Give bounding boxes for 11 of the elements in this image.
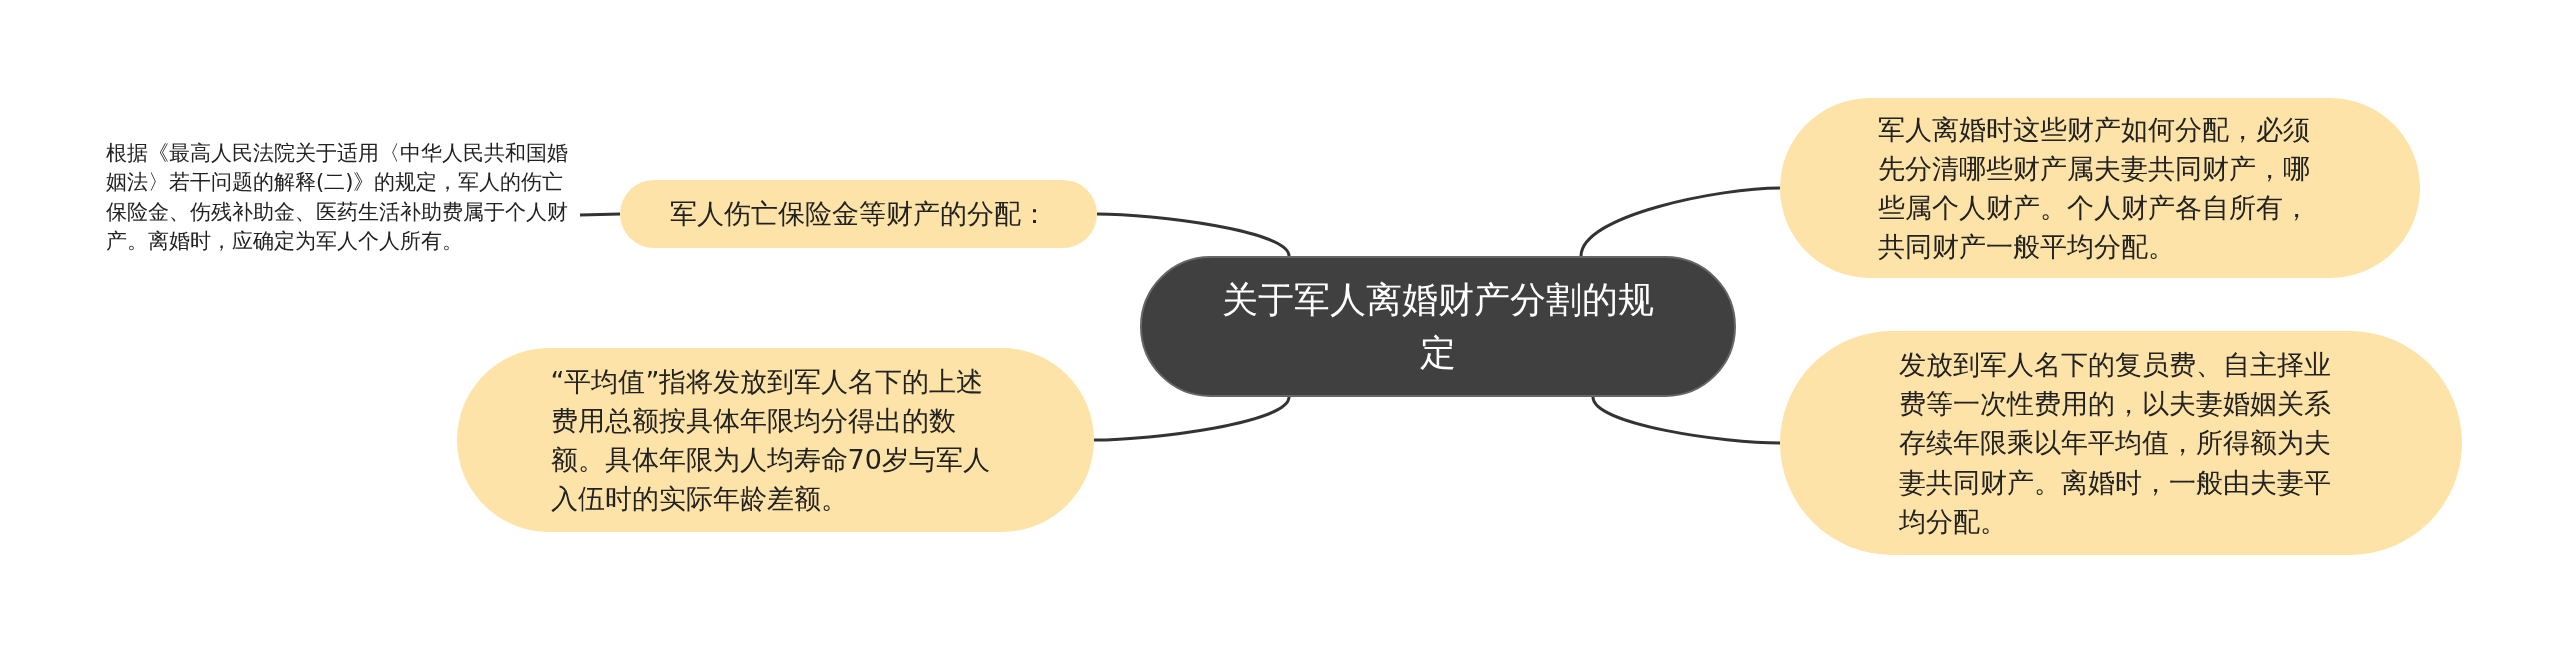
connector-line [1579, 186, 1781, 257]
topic-text: “平均值”指将发放到军人名下的上述费用总额按具体年限均分得出的数额。具体年限为人均寿命70岁与军人入伍时的实际年龄差额。 [550, 364, 991, 517]
topic-text: 军人伤亡保险金等财产的分配： [668, 197, 1049, 232]
topic-text: 军人离婚时这些财产如何分配，必须先分清哪些财产属夫妻共同财产，哪些属个人财产。个人财产各自所有，共同财产一般平均分配。 [1877, 112, 2311, 265]
connector-line [1591, 396, 1781, 445]
note-text: 根据《最高人民法院关于适用〈中华人民共和国婚姻法〉若干问题的解释(二)》的规定，军人的伤亡保险金、伤残补助金、医药生活补助费属于个人财产。离婚时，应确定为军人个人所有。 [106, 139, 580, 291]
topic-title: 关于军人离婚财产分割的规定 [1221, 278, 1655, 375]
topic-text: 发放到军人名下的复员费、自主择业费等一次性费用的，以夫妻婚姻关系存续年限乘以年平均值，所得额为夫妻共同财产。离婚时，一般由夫妻平均分配。 [1898, 348, 2332, 539]
connector-line [1096, 212, 1291, 257]
connector-line [1093, 396, 1291, 442]
connector-line [579, 212, 621, 217]
